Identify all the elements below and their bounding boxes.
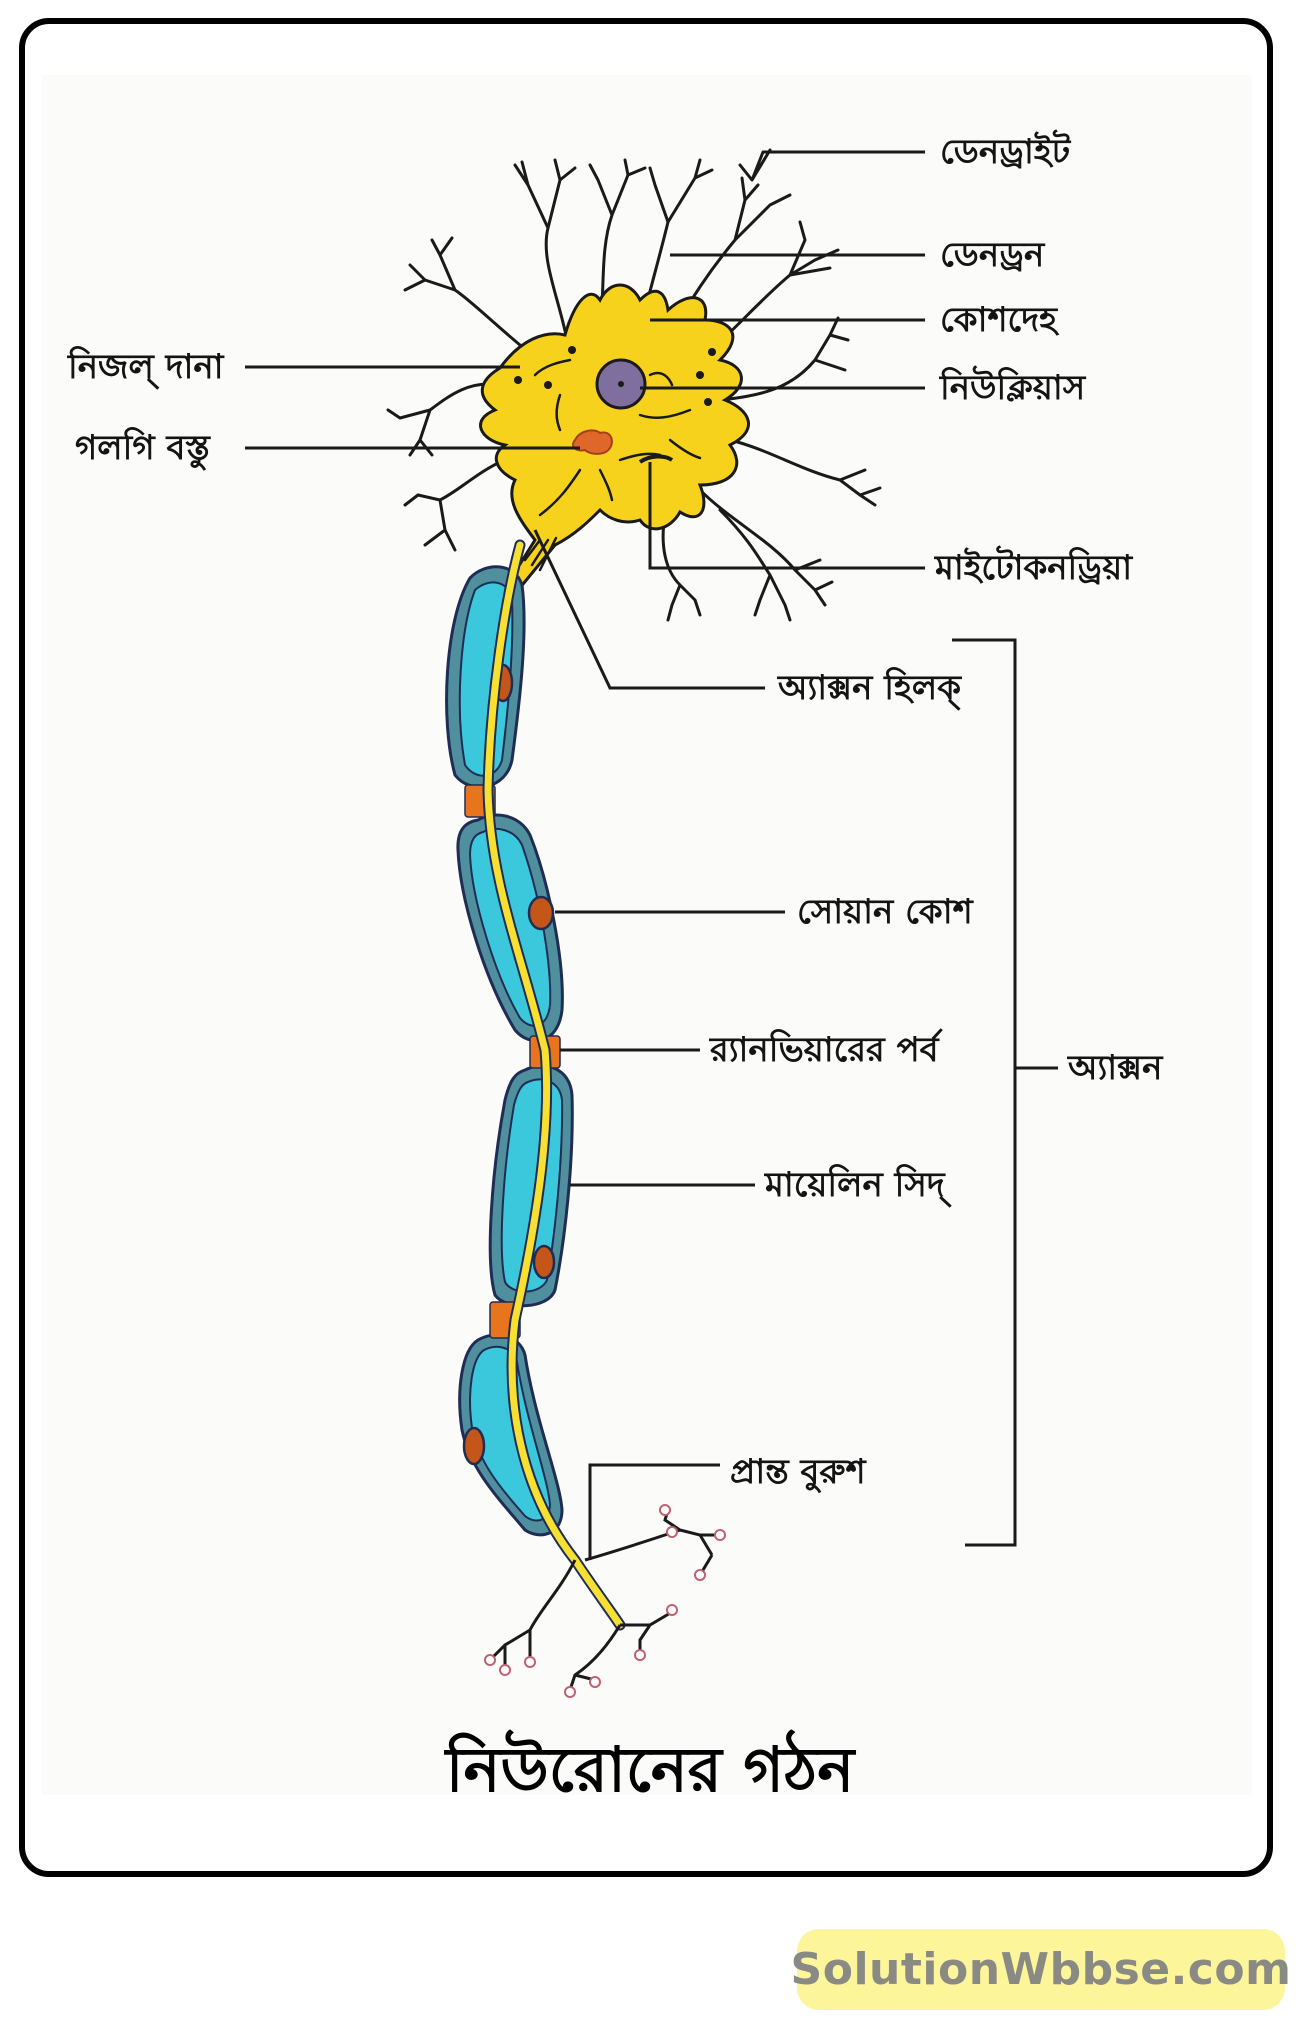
watermark-text: SolutionWbbse.com [790,1944,1292,1995]
label-nucleus: নিউক্লিয়াস [940,368,1086,408]
label-myelin-sheath: মায়েলিন সিদ্ [765,1165,945,1205]
label-dendrite: ডেনড্রাইট [940,132,1071,172]
label-cell-body: কোশদেহ [940,300,1057,340]
label-terminal-brush: প্রান্ত বুরুশ [730,1452,866,1492]
terminal-knobs [484,1504,726,1698]
label-dendron: ডেনড্রন [940,235,1045,275]
label-node-of-ranvier: র‍্যানভিয়ারের পর্ব [710,1030,939,1070]
schwann-nuclei [462,663,556,1466]
golgi-body [572,429,613,455]
mitochondrion [638,454,674,464]
nissl-granules [514,346,716,406]
figure-title: নিউরোনের গঠন [445,1733,855,1806]
leader-lines [245,150,1058,1560]
label-mitochondria: মাইটোকনড্রিয়া [935,548,1133,588]
label-axon: অ্যাক্সন [1068,1048,1163,1088]
label-schwann-cell: সোয়ান কোশ [797,892,973,932]
label-nissl-granules: নিজল্ দানা [68,347,224,387]
terminal-brush [488,1509,720,1691]
label-axon-hillock: অ্যাক্সন হিলক্ [778,668,961,708]
watermark-badge: SolutionWbbse.com [791,1929,1291,2010]
cytoplasm-fibrils [523,358,702,572]
label-golgi-body: গলগি বস্তু [75,428,210,468]
cell-body [479,283,750,602]
